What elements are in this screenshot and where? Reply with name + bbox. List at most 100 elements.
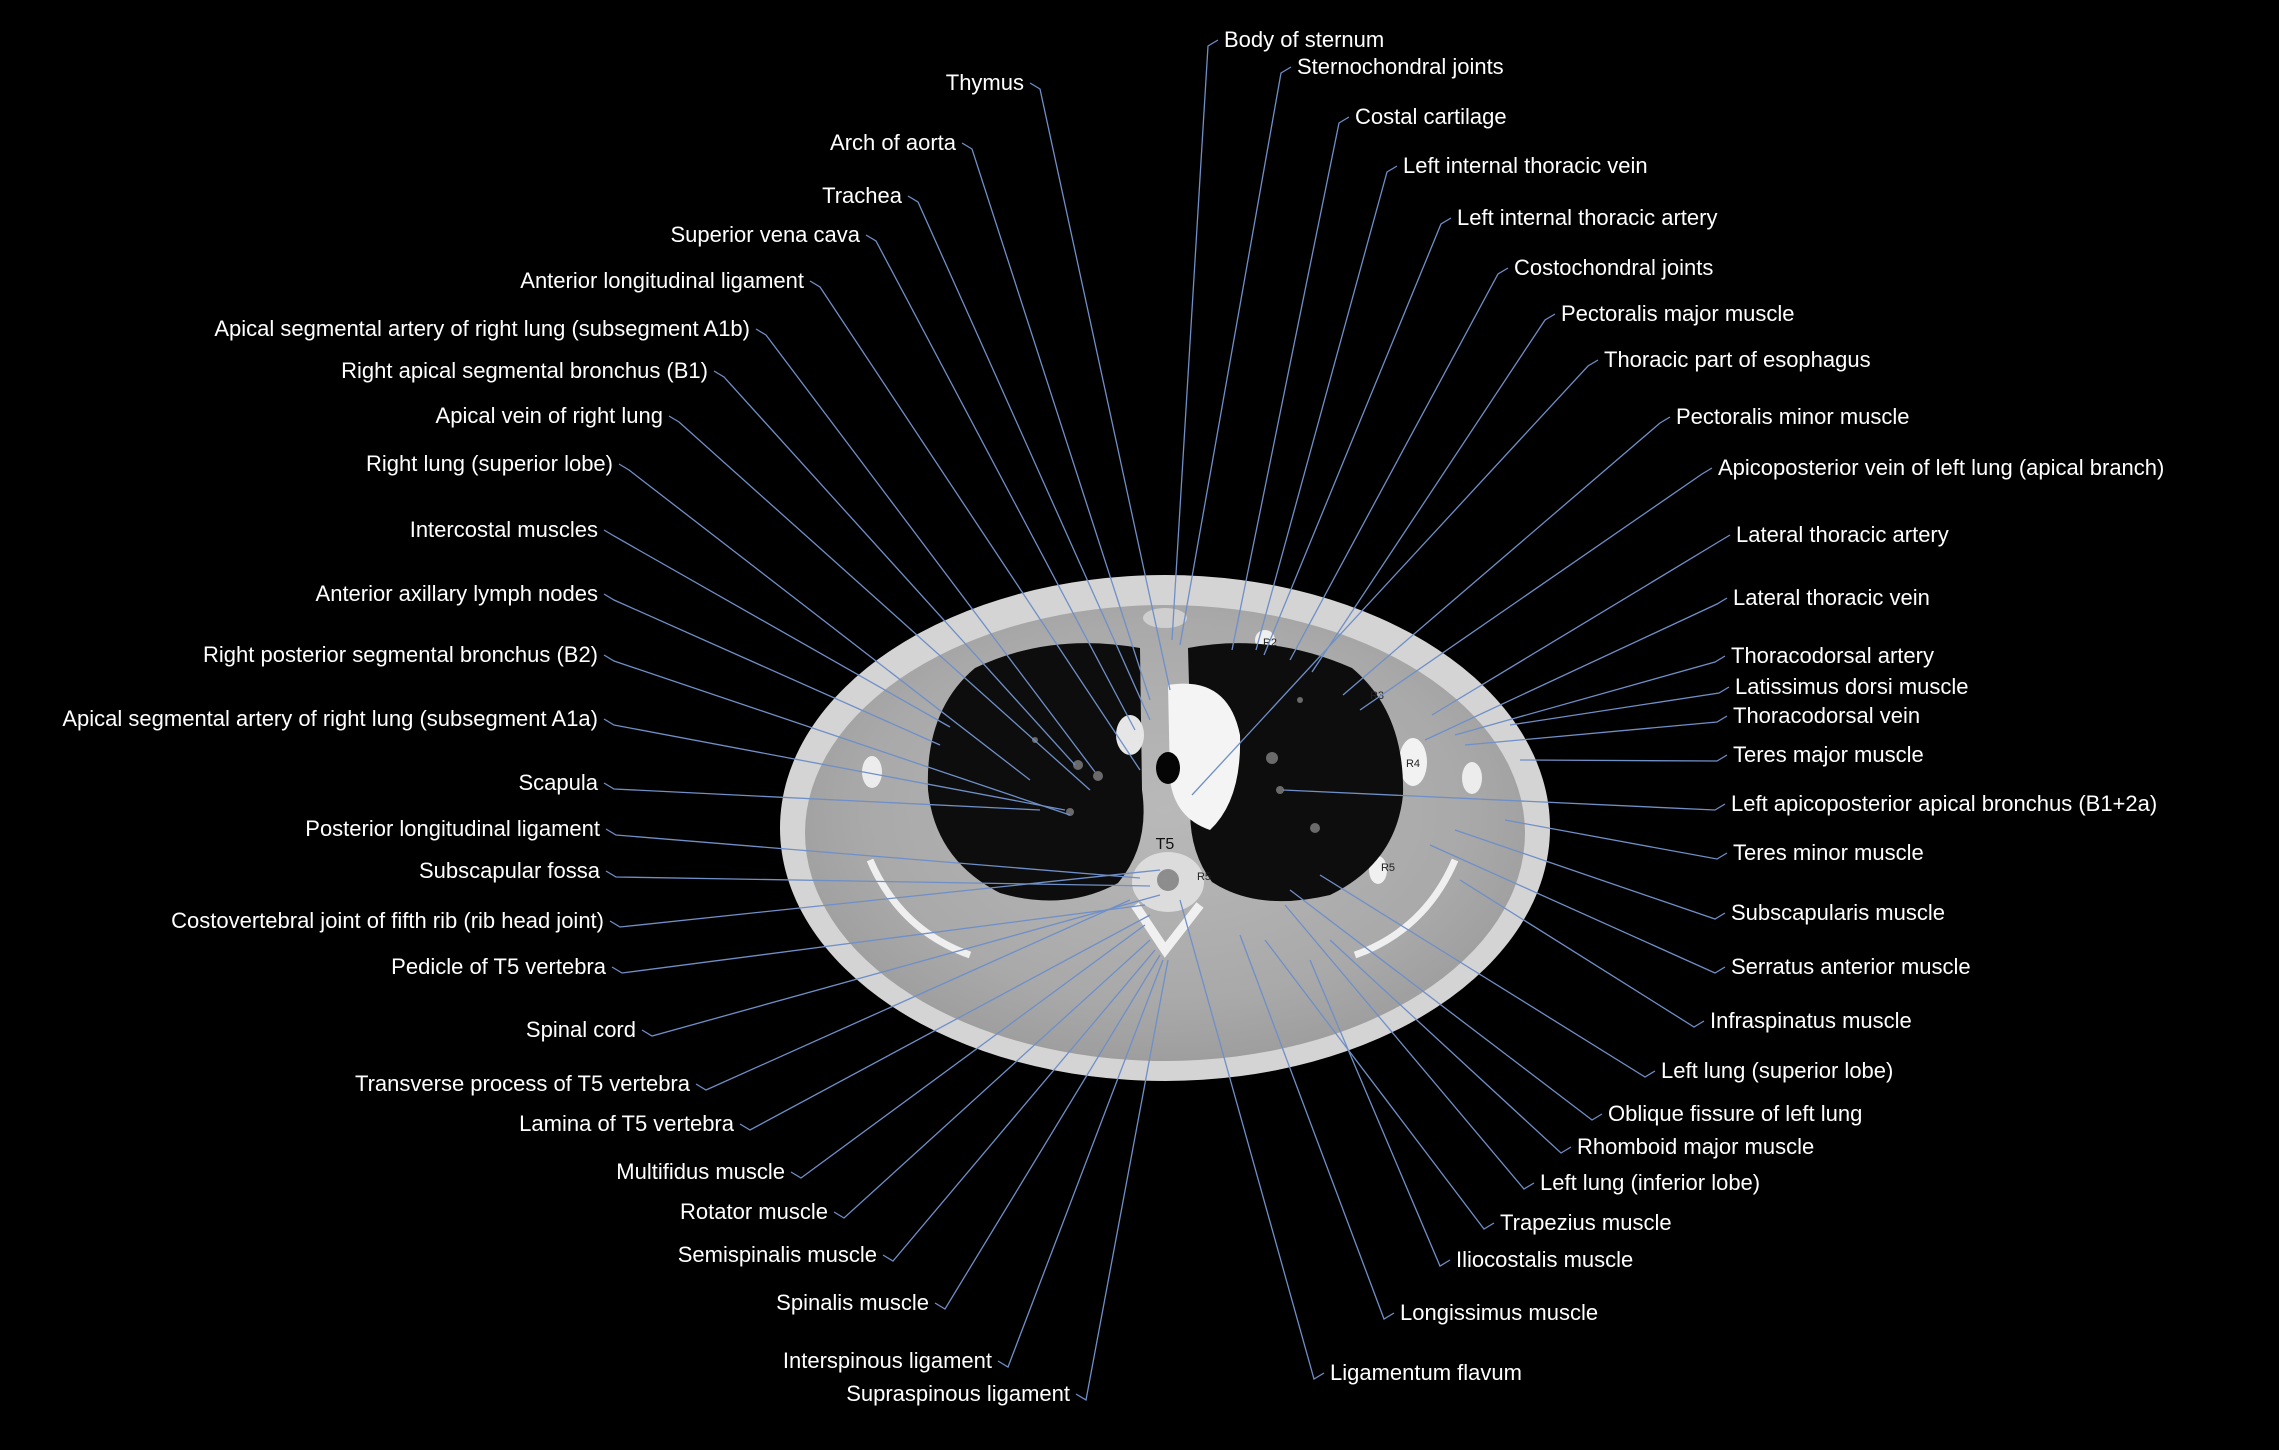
label-lateral-thoracic-artery: Lateral thoracic artery: [1736, 522, 1949, 547]
label-thymus: Thymus: [946, 70, 1024, 95]
leader-line-thoracodorsal-vein: [1464, 715, 1728, 746]
leader-line-apical-vein-of-right-lung: [668, 415, 1091, 791]
label-lateral-thoracic-vein: Lateral thoracic vein: [1733, 585, 1930, 610]
leader-line-supraspinous-ligament: [1075, 959, 1169, 1402]
label-lamina-of-t5-vertebra: Lamina of T5 vertebra: [519, 1111, 735, 1136]
label-semispinalis-muscle: Semispinalis muscle: [678, 1242, 877, 1267]
label-pectoralis-minor-muscle: Pectoralis minor muscle: [1676, 404, 1910, 429]
leader-line-spinal-cord: [641, 894, 1161, 1037]
leader-line-longissimus-muscle: [1239, 934, 1395, 1320]
leader-line-superior-vena-cava: [865, 234, 1136, 731]
leader-line-sternochondral-joints: [1179, 66, 1292, 646]
muscle-layer: [805, 605, 1525, 1061]
right-rib-shape: [862, 756, 882, 788]
right-lung-shape: [927, 643, 1144, 901]
label-teres-minor-muscle: Teres minor muscle: [1733, 840, 1924, 865]
leader-line-teres-major-muscle: [1519, 754, 1728, 762]
left-lung-shape: [1188, 643, 1404, 902]
label-rhomboid-major-muscle: Rhomboid major muscle: [1577, 1134, 1814, 1159]
leader-line-right-apical-segmental-bronchus-b1: [713, 370, 1076, 766]
label-right-posterior-segmental-bronchus-b2: Right posterior segmental bronchus (B2): [203, 642, 598, 667]
label-pectoralis-major-muscle: Pectoralis major muscle: [1561, 301, 1795, 326]
leader-line-costochondral-joints: [1289, 267, 1509, 661]
rib-marker-r2: R2: [1263, 637, 1277, 649]
leader-line-ligamentum-flavum: [1179, 899, 1325, 1380]
leader-line-posterior-longitudinal-ligament: [605, 828, 1141, 879]
leader-line-apicoposterior-vein-of-left-lung-apical-branch: [1359, 467, 1713, 711]
label-left-lung-inferior-lobe: Left lung (inferior lobe): [1540, 1170, 1760, 1195]
ct-scan-image: T5 R2 R3 R4 R5 R5: [780, 575, 1550, 1081]
label-body-of-sternum: Body of sternum: [1224, 27, 1384, 52]
rib-marker-r5-medial: R5: [1197, 871, 1211, 883]
label-rotator-muscle: Rotator muscle: [680, 1199, 828, 1224]
label-multifidus-muscle: Multifidus muscle: [616, 1159, 785, 1184]
leader-line-left-internal-thoracic-vein: [1255, 165, 1398, 651]
label-trapezius-muscle: Trapezius muscle: [1500, 1210, 1672, 1235]
leader-line-subscapular-fossa: [605, 870, 1151, 887]
leader-line-oblique-fissure-of-left-lung: [1289, 889, 1603, 1121]
leader-line-iliocostalis-muscle: [1309, 959, 1451, 1267]
label-spinal-cord: Spinal cord: [526, 1017, 636, 1042]
leader-line-left-lung-inferior-lobe: [1284, 904, 1535, 1190]
label-left-apicoposterior-apical-bronchus-b1-2a: Left apicoposterior apical bronchus (B1+…: [1731, 791, 2157, 816]
leader-line-left-lung-superior-lobe: [1319, 874, 1656, 1078]
leader-line-intercostal-muscles: [603, 529, 951, 728]
label-oblique-fissure-of-left-lung: Oblique fissure of left lung: [1608, 1101, 1862, 1126]
label-right-lung-superior-lobe: Right lung (superior lobe): [366, 451, 613, 476]
label-arch-of-aorta: Arch of aorta: [830, 130, 957, 155]
label-left-internal-thoracic-artery: Left internal thoracic artery: [1457, 205, 1717, 230]
leader-line-anterior-longitudinal-ligament: [809, 280, 1141, 771]
trachea-shape: [1156, 752, 1180, 784]
label-spinalis-muscle: Spinalis muscle: [776, 1290, 929, 1315]
leader-line-teres-minor-muscle: [1504, 819, 1728, 860]
leader-line-latissimus-dorsi-muscle: [1509, 686, 1730, 726]
leader-line-multifidus-muscle: [790, 924, 1146, 1179]
left-scapula-shape: [1353, 858, 1459, 959]
label-interspinous-ligament: Interspinous ligament: [783, 1348, 992, 1373]
label-latissimus-dorsi-muscle: Latissimus dorsi muscle: [1735, 674, 1969, 699]
label-right-apical-segmental-bronchus-b1: Right apical segmental bronchus (B1): [341, 358, 708, 383]
label-pedicle-of-t5-vertebra: Pedicle of T5 vertebra: [391, 954, 607, 979]
label-subscapularis-muscle: Subscapularis muscle: [1731, 900, 1945, 925]
leader-line-infraspinatus-muscle: [1459, 879, 1705, 1028]
label-transverse-process-of-t5-vertebra: Transverse process of T5 vertebra: [355, 1071, 691, 1096]
leader-line-right-posterior-segmental-bronchus-b2: [603, 654, 1071, 816]
label-costal-cartilage: Costal cartilage: [1355, 104, 1507, 129]
label-anterior-longitudinal-ligament: Anterior longitudinal ligament: [520, 268, 804, 293]
label-costochondral-joints: Costochondral joints: [1514, 255, 1713, 280]
label-longissimus-muscle: Longissimus muscle: [1400, 1300, 1598, 1325]
leader-line-rhomboid-major-muscle: [1329, 939, 1572, 1154]
leader-line-trapezius-muscle: [1264, 939, 1495, 1230]
leader-line-serratus-anterior-muscle: [1429, 844, 1726, 974]
label-posterior-longitudinal-ligament: Posterior longitudinal ligament: [305, 816, 600, 841]
vertebra-label: T5: [1156, 836, 1175, 853]
leader-line-scapula: [603, 782, 1041, 811]
label-apical-segmental-artery-of-right-lung-subsegment-a1a: Apical segmental artery of right lung (s…: [62, 706, 598, 731]
label-subscapular-fossa: Subscapular fossa: [419, 858, 601, 883]
rib-marker-r5-lateral: R5: [1381, 862, 1395, 874]
left-rib-shape: [1462, 762, 1482, 794]
leader-line-rotator-muscle: [833, 939, 1151, 1219]
leader-line-right-lung-superior-lobe: [618, 463, 1031, 781]
leader-line-thoracodorsal-artery: [1454, 655, 1726, 736]
leader-lines: [603, 39, 1731, 1402]
label-ligamentum-flavum: Ligamentum flavum: [1330, 1360, 1522, 1385]
label-intercostal-muscles: Intercostal muscles: [410, 517, 598, 542]
label-infraspinatus-muscle: Infraspinatus muscle: [1710, 1008, 1912, 1033]
leader-line-thymus: [1029, 82, 1171, 691]
rib-marker-r3: R3: [1370, 690, 1384, 702]
label-supraspinous-ligament: Supraspinous ligament: [846, 1381, 1070, 1406]
leader-line-costal-cartilage: [1231, 116, 1350, 651]
posterior-elements-shape: [1131, 902, 1204, 958]
leader-line-apical-segmental-artery-of-right-lung-subsegment-a1a: [603, 718, 1066, 811]
leader-line-apical-segmental-artery-of-right-lung-subsegment-a1b: [755, 328, 1096, 773]
leader-line-anterior-axillary-lymph-nodes: [603, 593, 941, 746]
label-serratus-anterior-muscle: Serratus anterior muscle: [1731, 954, 1971, 979]
label-apical-segmental-artery-of-right-lung-subsegment-a1b: Apical segmental artery of right lung (s…: [214, 316, 750, 341]
label-left-internal-thoracic-vein: Left internal thoracic vein: [1403, 153, 1648, 178]
leader-line-lamina-of-t5-vertebra: [739, 914, 1151, 1131]
leader-line-body-of-sternum: [1171, 39, 1219, 641]
leader-line-pectoralis-minor-muscle: [1342, 416, 1671, 696]
